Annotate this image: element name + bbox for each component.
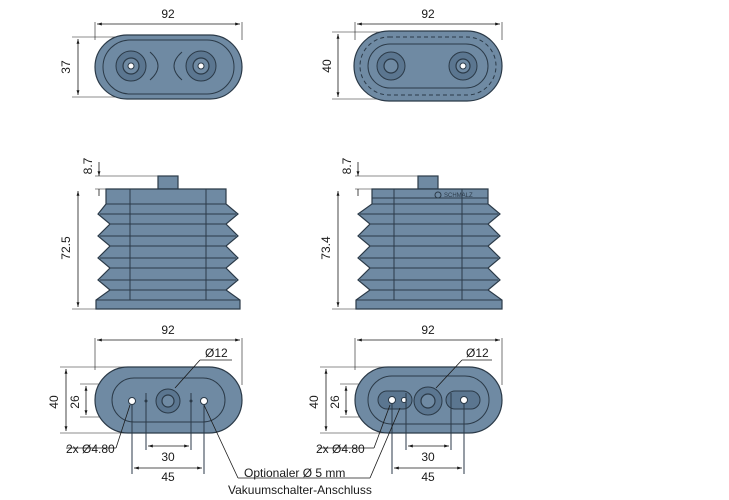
hole-right-2 — [460, 396, 468, 404]
dim-width-top-right: 92 — [421, 7, 435, 21]
note-line-2: Vakuumschalter-Anschluss — [228, 483, 372, 497]
dim-width-bot-left: 92 — [161, 323, 175, 337]
dim-inner-bot-left: 26 — [68, 395, 82, 409]
bore-label-left: Ø12 — [205, 346, 228, 360]
dim-30-bot-left: 30 — [161, 450, 175, 464]
dim-width-bot-right: 92 — [421, 323, 435, 337]
note-line-1: Optionaler Ø 5 mm — [244, 466, 345, 480]
dim-height-bot-left: 40 — [47, 395, 61, 409]
dim-fitting-mid-left: 8.7 — [81, 157, 95, 174]
bellows-body-2 — [355, 188, 503, 310]
top-right-view: 92 40 — [320, 7, 503, 102]
bore-label-right: Ø12 — [466, 346, 489, 360]
dim-height-mid-left: 72.5 — [59, 236, 73, 260]
mid-right-view: 8.7 73.4 SCHMALZ — [319, 157, 503, 310]
dim-height-top-right: 40 — [320, 59, 334, 73]
top-left-view: 92 37 — [59, 7, 243, 100]
top-fitting — [157, 175, 179, 190]
right-fitting-2 — [448, 51, 478, 81]
dim-height-top-left: 37 — [59, 60, 73, 74]
dim-45-bot-right: 45 — [421, 470, 435, 484]
hole-right — [200, 397, 208, 405]
bottom-left-view: 92 40 26 Ø12 30 45 2x Ø4.80 — [47, 323, 243, 484]
dim-height-mid-right: 73.4 — [319, 236, 333, 260]
bellows-body — [95, 188, 241, 310]
dim-30-bot-right: 30 — [421, 450, 435, 464]
dim-inner-bot-right: 26 — [328, 395, 342, 409]
mid-left-view: 8.7 72.5 — [59, 157, 241, 310]
dim-45-bot-left: 45 — [161, 470, 175, 484]
holes-label-left: 2x Ø4.80 — [66, 442, 115, 456]
top-fitting-2 — [417, 175, 439, 190]
bottom-right-view: 92 40 26 Ø12 30 45 2x Ø4.80 — [307, 323, 503, 484]
right-fitting — [185, 50, 217, 82]
left-fitting-2 — [376, 51, 406, 81]
left-fitting — [115, 50, 147, 82]
top-right-body — [353, 30, 503, 102]
hole-left-2 — [388, 396, 396, 404]
dim-width-top-left: 92 — [161, 7, 175, 21]
brand-label: SCHMALZ — [444, 193, 473, 199]
dim-height-bot-right: 40 — [307, 395, 321, 409]
holes-label-right: 2x Ø4.80 — [316, 442, 365, 456]
optional-port-note: Optionaler Ø 5 mm Vakuumschalter-Anschlu… — [203, 404, 401, 497]
hole-left — [128, 397, 136, 405]
dim-fitting-mid-right: 8.7 — [340, 157, 354, 174]
